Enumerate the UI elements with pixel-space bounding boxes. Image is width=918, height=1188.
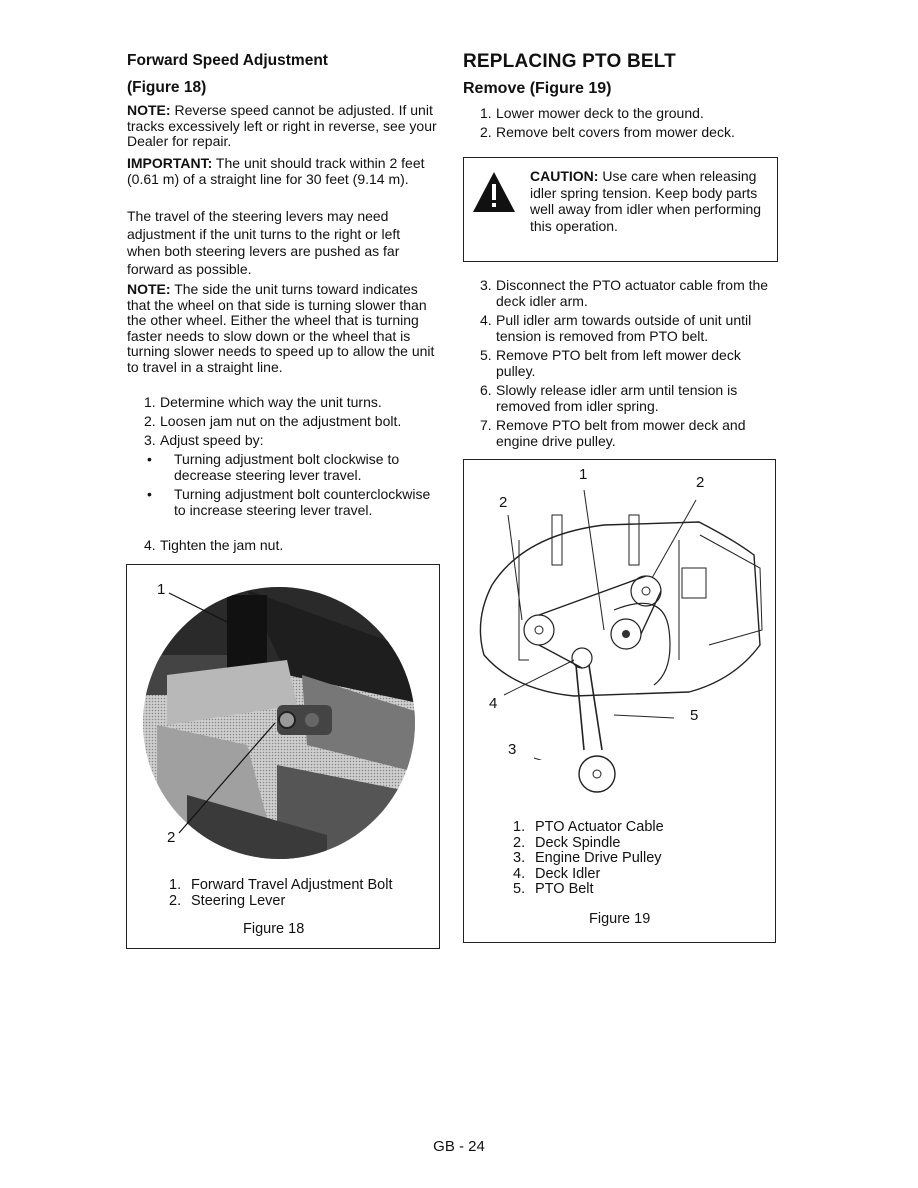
note-reverse: NOTE: Reverse speed cannot be adjusted. … [127, 102, 437, 150]
legend-item: 1.PTO Actuator Cable [513, 819, 664, 835]
legend-item: 5.PTO Belt [513, 881, 594, 897]
figure-18-box: 1 2 1.Forward Travel Adjustment Bolt 2.S… [126, 564, 440, 949]
page-number: GB - 24 [433, 1138, 485, 1155]
legend-item: 1.Forward Travel Adjustment Bolt [169, 877, 393, 893]
engine-drive-pulley-drawing [578, 755, 616, 793]
figure-19-legend: 1.PTO Actuator Cable 2.Deck Spindle 3.En… [513, 819, 664, 898]
subsection-heading: Remove (Figure 19) [463, 80, 612, 97]
callout-1: 1 [579, 466, 588, 483]
callout-2: 2 [499, 494, 508, 511]
callout-5: 5 [690, 707, 699, 724]
warning-triangle-icon [473, 172, 515, 212]
callout-3: 3 [508, 741, 517, 758]
legend-item: 2.Deck Spindle [513, 834, 621, 851]
figure-18-illustration [143, 587, 415, 859]
callout-1: 1 [157, 581, 166, 598]
figure-18-caption: Figure 18 [243, 921, 305, 937]
callout-2: 2 [696, 474, 705, 491]
legend-item: 4.Deck Idler [513, 865, 601, 882]
section-heading: Forward Speed Adjustment [127, 52, 328, 69]
section-title: REPLACING PTO BELT [463, 51, 676, 72]
note-turning: NOTE: The side the unit turns toward ind… [127, 281, 435, 375]
figure-19-box: 1 2 2 3 4 5 1.PTO Actuator Cable 2.Deck … [463, 459, 776, 943]
legend-item: 2.Steering Lever [169, 892, 286, 909]
figure-19-illustration [479, 489, 763, 760]
legend-item: 3.Engine Drive Pulley [513, 850, 662, 866]
section-heading-figure-ref: (Figure 18) [127, 79, 207, 96]
caution-text: CAUTION: Use care when releasing idler s… [530, 168, 762, 234]
figure-18-legend: 1.Forward Travel Adjustment Bolt 2.Steer… [169, 877, 393, 909]
callout-4: 4 [489, 695, 498, 712]
important-note: IMPORTANT: The unit should track within … [127, 155, 425, 187]
travel-paragraph: The travel of the steering levers may ne… [127, 208, 401, 277]
callout-2: 2 [167, 829, 176, 846]
caution-box: CAUTION: Use care when releasing idler s… [463, 157, 778, 262]
figure-19-caption: Figure 19 [589, 911, 651, 927]
